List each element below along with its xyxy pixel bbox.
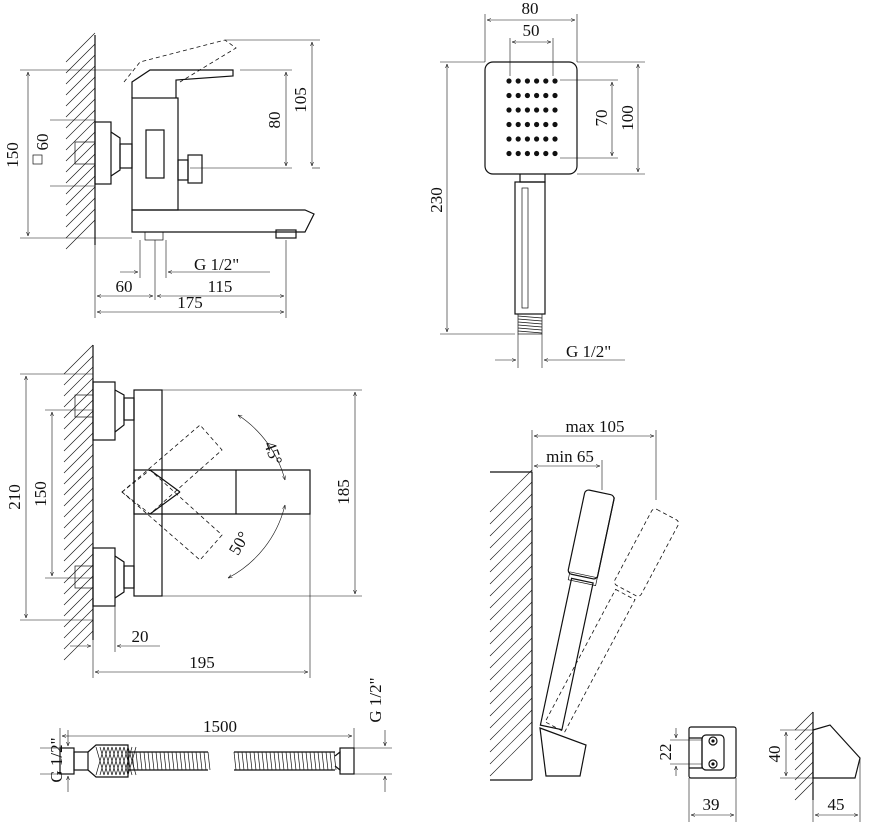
lower-nut [92,547,116,607]
upper-eccentric [114,389,125,433]
label-100: 100 [618,105,637,131]
label-g12-hose-right: G 1/2" [366,677,385,722]
label-g12-hose-left: G 1/2" [47,737,66,782]
handle-thread [517,313,543,335]
hose-cone-right [334,750,341,772]
connector [119,143,133,169]
label-115: 115 [208,277,233,296]
upper-connector [123,397,135,421]
tilted-shower-ghost [614,508,679,597]
label-80-side: 80 [265,112,284,129]
screw-hole-top [708,736,718,746]
shower-head [484,61,578,175]
label-50-deg: 50° [225,528,253,558]
label-175: 175 [177,293,203,312]
upper-nut [92,381,116,441]
label-50-top: 50 [523,21,540,40]
diverter-knob [187,154,203,184]
holder-front-cradle [701,734,725,771]
hose-nut-right [339,747,355,775]
side-view-mixer [20,32,320,318]
label-105-side: 105 [291,87,310,113]
hose-body-right [233,751,337,771]
holder-front-body [688,726,737,779]
handle-highlight [521,187,529,309]
label-20: 20 [132,627,149,646]
label-150-side: 150 [3,142,22,168]
holder-bracket [539,727,587,777]
handle [514,181,546,315]
wall-hatch-side [65,32,96,250]
lower-thread [74,565,94,589]
label-22: 22 [656,744,675,761]
wall-hatch-small [794,711,814,801]
label-40: 40 [765,746,784,763]
label-230: 230 [427,187,446,213]
holder-side-view [780,711,861,822]
holder-with-shower-view [489,430,679,781]
upper-thread [74,394,94,418]
lever-ghost-down [121,469,223,561]
label-45: 45 [828,795,845,814]
eccentric [110,131,121,177]
front-body [133,389,163,597]
hose-nut-left-hex [73,751,89,771]
label-min-65: min 65 [546,447,594,466]
diverter-stem [177,159,189,181]
label-max-105: max 105 [565,417,624,436]
holder-side-body [812,724,861,779]
label-square-60: 60 [33,134,52,151]
lever-ghost-up [121,424,223,515]
label-g12-side: G 1/2" [194,255,239,274]
label-45-deg: 45° [260,439,286,468]
mixer-body [131,97,179,211]
aerator [275,229,297,239]
front-view-mixer [20,344,362,678]
screw-hole-bottom [708,759,718,769]
label-185: 185 [334,479,353,505]
spray-nozzles [506,78,558,157]
lower-connector [123,565,135,589]
lower-eccentric [114,555,125,599]
hose-body-left [127,751,211,771]
tilted-handle-ghost [544,588,636,733]
label-39: 39 [703,795,720,814]
label-60: 60 [116,277,133,296]
label-g12-shower: G 1/2" [566,342,611,361]
dimension-labels: 80 50 70 100 230 G 1/2" 150 60 80 105 G … [3,0,845,814]
label-70: 70 [592,110,611,127]
body-window [145,129,165,179]
front-lever [133,469,311,515]
wall-hatch-front [63,344,94,661]
thread-stub [74,141,96,165]
label-150-front: 150 [31,481,50,507]
holder-shower-handle [539,577,594,731]
hand-shower-view [440,14,645,368]
hose-view [40,728,392,792]
label-210: 210 [5,484,24,510]
holder-shower-head [567,489,615,580]
square-symbol [32,154,43,165]
wall-hatch-holder [489,469,533,777]
label-80-top: 80 [522,0,539,18]
hose-knurl [95,746,137,776]
holder-front-slot [689,737,703,769]
label-1500: 1500 [203,717,237,736]
spout [131,209,315,233]
label-195: 195 [189,653,215,672]
outlet-thread [144,231,164,241]
neck [519,174,546,183]
lever [131,69,234,98]
wall-nut [94,121,112,185]
holder-front-view [670,726,737,822]
